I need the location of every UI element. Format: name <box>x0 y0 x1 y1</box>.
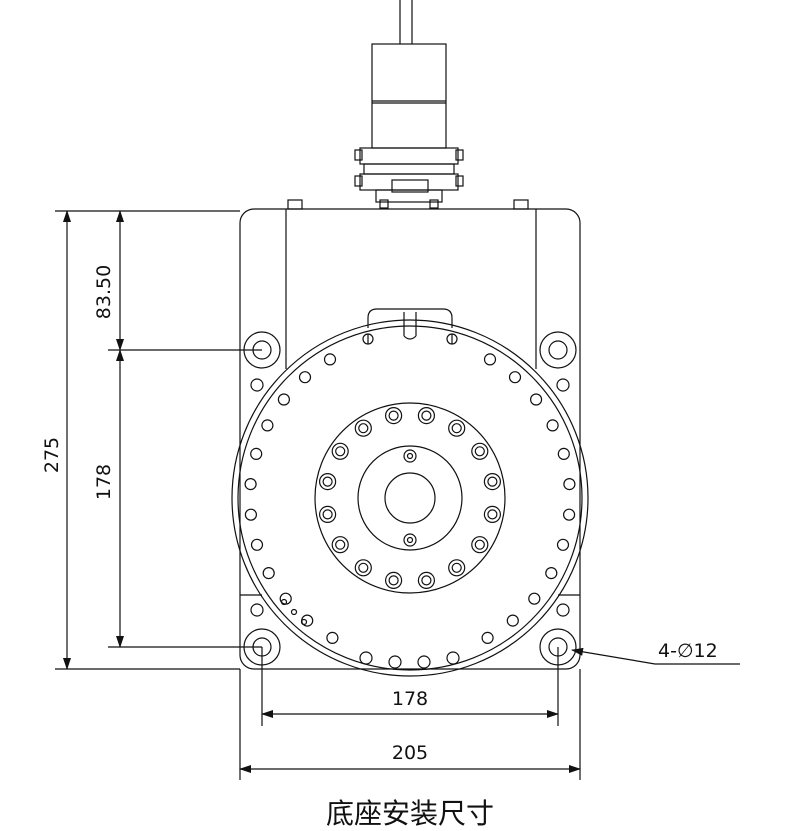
flange-hole <box>557 447 570 460</box>
width-hole-spacing-label: 178 <box>392 688 428 710</box>
flange-hole <box>545 566 558 580</box>
bolt <box>319 473 337 491</box>
cable <box>399 0 413 44</box>
flange-outer-holes <box>244 353 576 645</box>
flange-small-holes <box>280 598 308 626</box>
bolt-core <box>335 446 346 457</box>
bolt-core <box>421 410 432 421</box>
flange-hole <box>529 393 543 406</box>
flange-hole <box>261 419 274 432</box>
flange-hole <box>562 508 576 521</box>
bolt <box>385 571 403 590</box>
flange-hole <box>323 353 337 366</box>
bolt <box>483 473 501 491</box>
bolt <box>331 536 349 554</box>
motor-body <box>354 43 464 209</box>
flange-hole <box>563 478 576 491</box>
flange-hole <box>508 371 522 384</box>
bolt-core <box>474 446 485 457</box>
flange-hole <box>546 419 559 432</box>
bolt <box>354 559 372 577</box>
output-flange-bolts <box>319 407 501 590</box>
bolt <box>417 571 435 590</box>
top-tab <box>362 308 458 345</box>
bolt-core <box>421 575 432 586</box>
flange-hole <box>262 566 275 580</box>
bolt-core <box>451 562 462 573</box>
base-plate <box>239 199 581 670</box>
height-total-label: 275 <box>41 437 63 473</box>
output-flange <box>314 402 506 594</box>
bolt-core <box>358 423 369 434</box>
bolt-core <box>388 410 399 421</box>
bolt-core <box>487 476 498 487</box>
flange-hole <box>506 614 519 627</box>
flange-hole <box>481 631 494 645</box>
bolt <box>319 505 337 524</box>
bolt-core <box>451 423 462 434</box>
bolt-core <box>388 575 399 586</box>
height-upper-label: 83.50 <box>93 265 115 319</box>
bolt <box>448 559 466 577</box>
hole-callout-leader <box>571 647 740 665</box>
mounting-hole-top-right <box>539 331 577 369</box>
bolt <box>354 419 372 437</box>
height-dimensions <box>55 210 262 670</box>
bolt-core <box>358 562 369 573</box>
flange-hole <box>483 353 497 366</box>
drawing-caption: 底座安装尺寸 <box>326 797 494 830</box>
flange-hole <box>277 393 290 406</box>
flange-hole <box>250 538 264 551</box>
width-total-label: 205 <box>392 742 428 764</box>
bolt-core <box>474 539 485 550</box>
bolt <box>448 419 466 437</box>
bolt-core <box>322 476 333 487</box>
bolt <box>331 442 349 460</box>
flange-bottom-holes <box>359 651 460 669</box>
main-flange <box>231 319 589 677</box>
flange-hole <box>244 478 257 491</box>
flange-hole <box>244 508 257 521</box>
bolt-core <box>487 509 498 520</box>
bolt <box>471 536 489 554</box>
bolt-core <box>335 539 346 550</box>
flange-hole <box>326 631 339 645</box>
bolt <box>471 442 489 460</box>
bolt-core <box>322 509 333 520</box>
bolt <box>385 407 403 425</box>
flange-hole <box>298 371 312 384</box>
flange-hole <box>250 447 263 460</box>
bolt <box>417 407 435 425</box>
height-hole-spacing-label: 178 <box>93 464 115 500</box>
flange-hole <box>556 538 570 551</box>
width-dimensions <box>239 647 581 780</box>
hole-callout-label: 4-∅12 <box>658 640 718 662</box>
flange-hole <box>528 592 541 605</box>
bolt <box>483 505 501 524</box>
